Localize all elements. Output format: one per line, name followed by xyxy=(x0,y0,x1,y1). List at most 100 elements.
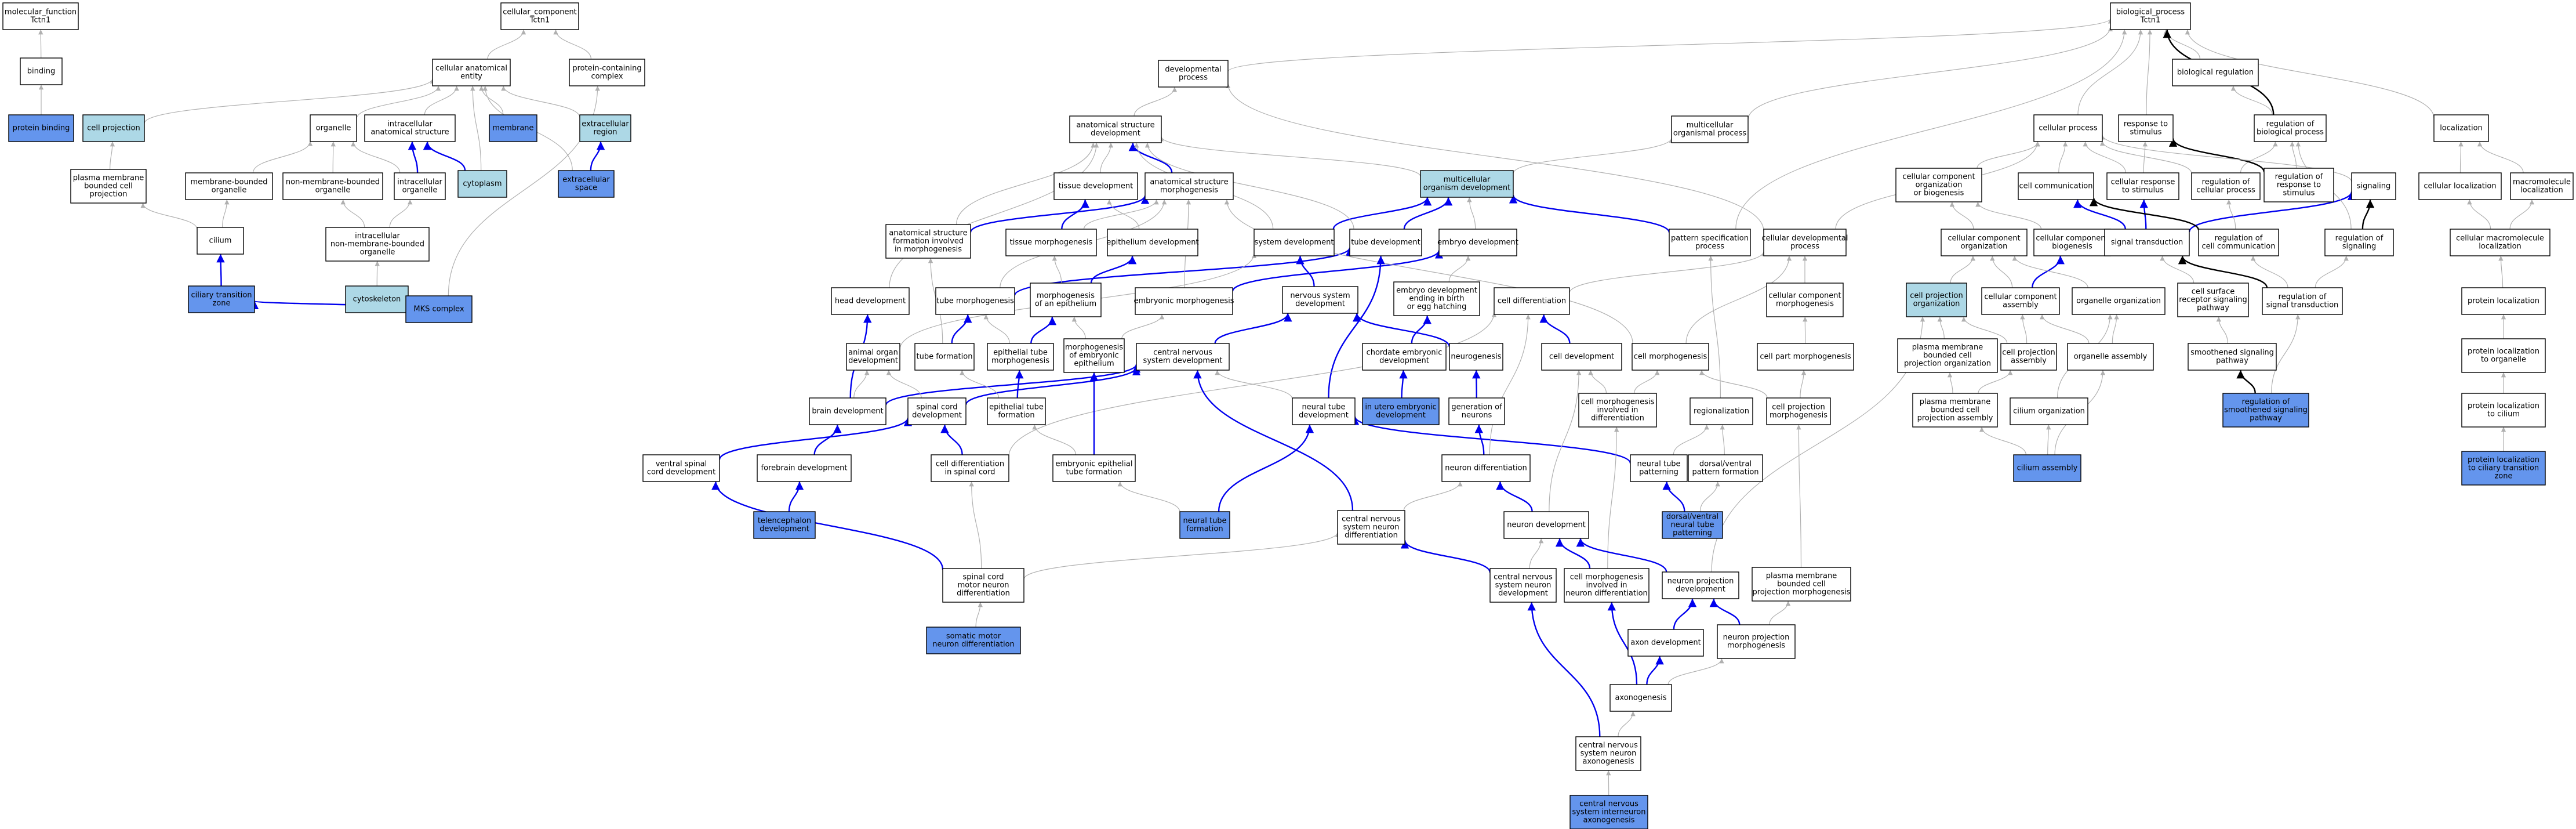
node-embdev[interactable]: embryo development xyxy=(1437,229,1518,256)
node-cellproc[interactable]: cellular process xyxy=(2033,114,2103,142)
node-axonogen[interactable]: axonogenesis xyxy=(1609,684,1672,712)
node-protbind[interactable]: protein binding xyxy=(8,114,74,142)
node-neurogen[interactable]: neurogenesis xyxy=(1449,343,1503,371)
node-cilium[interactable]: cilium xyxy=(197,227,244,255)
node-sigtrans[interactable]: signal transduction xyxy=(2104,229,2190,256)
node-cytoplasm[interactable]: cytoplasm xyxy=(457,170,507,198)
node-bioreg[interactable]: biological regulation xyxy=(2172,59,2259,86)
node-tissuemorph[interactable]: tissue morphogenesis xyxy=(1005,229,1097,256)
node-celldiff[interactable]: cell differentiation xyxy=(1494,287,1570,315)
node-cpmorph[interactable]: cell part morphogenesis xyxy=(1757,343,1854,371)
node-neurdev[interactable]: neuron development xyxy=(1503,511,1589,539)
node-axondev[interactable]: axon development xyxy=(1627,629,1704,657)
node-cellproj[interactable]: cell projection xyxy=(82,114,145,142)
node-membrane[interactable]: membrane xyxy=(489,114,537,142)
node-tubemorph[interactable]: tube morphogenesis xyxy=(935,287,1015,315)
node-ciliumassembly[interactable]: cilium assembly xyxy=(2013,454,2081,482)
node-protloc[interactable]: protein localization xyxy=(2461,287,2546,315)
node-mks[interactable]: MKS complex xyxy=(405,295,473,323)
node-ciliumorg[interactable]: cilium organization xyxy=(2010,397,2088,425)
node-localization[interactable]: localization xyxy=(2433,114,2489,142)
node-cellcomm[interactable]: cell communication xyxy=(2018,172,2094,200)
node-orgassembly[interactable]: organelle assembly xyxy=(2067,343,2154,371)
node-signaling[interactable]: signaling xyxy=(2351,172,2396,200)
node-cellloc[interactable]: cellular localization xyxy=(2418,172,2502,200)
node-braindev[interactable]: brain development xyxy=(809,397,886,425)
node-neurdiff[interactable]: neuron differentiation xyxy=(1441,454,1531,482)
node-organelle[interactable]: organelle xyxy=(310,114,357,142)
node-orgorg[interactable]: organelle organization xyxy=(2072,287,2166,315)
node-sysdev[interactable]: system development xyxy=(1254,229,1335,256)
node-tubeform[interactable]: tube formation xyxy=(914,343,975,371)
node-binding[interactable]: binding xyxy=(20,57,63,85)
node-inmbo[interactable]: intracellularnon-membrane-boundedorganel… xyxy=(325,227,430,262)
node-tissuedev[interactable]: tissue development xyxy=(1053,172,1138,200)
node-regionalization[interactable]: regionalization xyxy=(1690,397,1753,425)
